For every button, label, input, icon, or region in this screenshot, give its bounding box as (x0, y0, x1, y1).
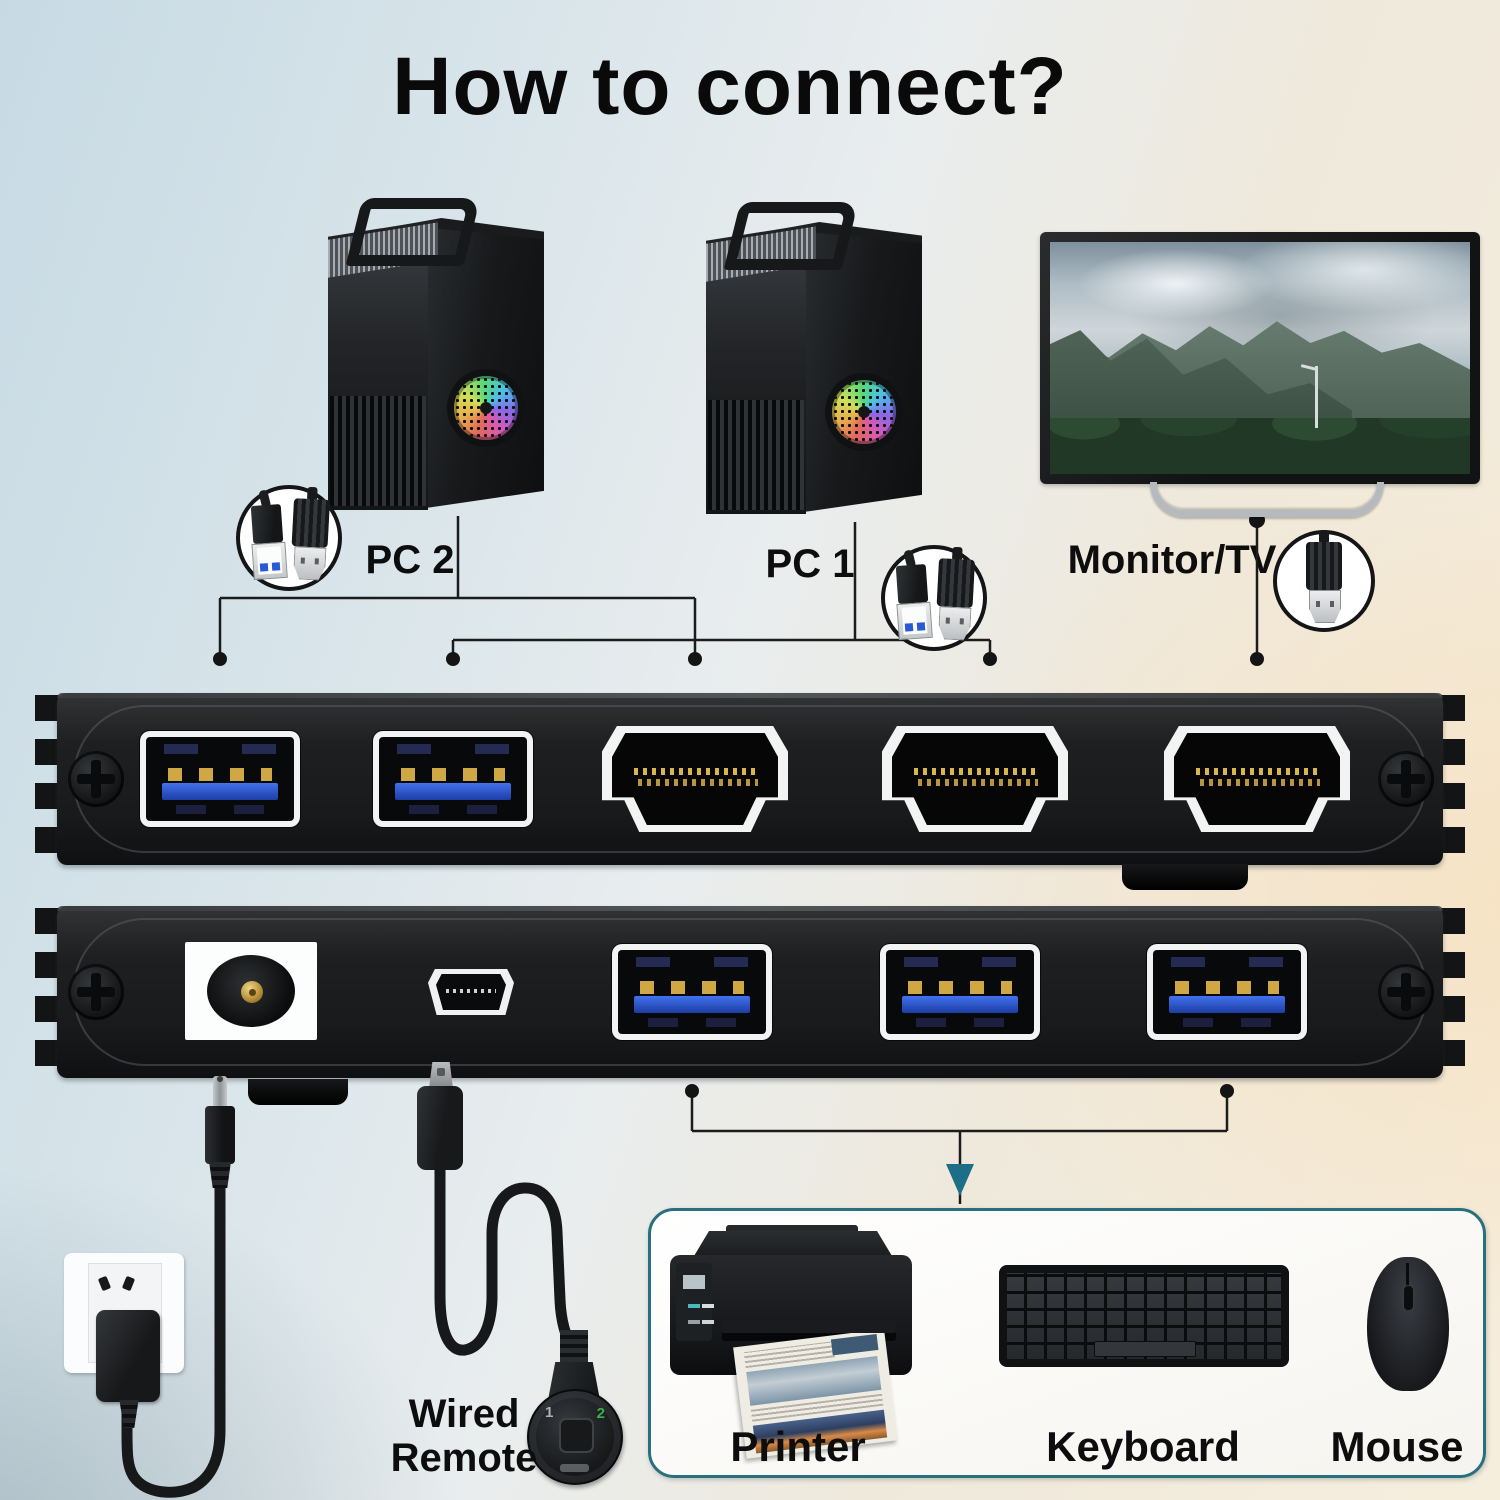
usb-port-1 (140, 731, 300, 827)
pc1-tower-side-panel (804, 231, 922, 512)
keyboard-label: Keyboard (1046, 1423, 1240, 1470)
micro-usb-plug (417, 1086, 463, 1170)
usb-port-2 (373, 731, 533, 827)
pc1-label: PC 1 (765, 542, 855, 586)
wired-remote: 1 2 (527, 1389, 623, 1485)
kvm-switch-back-panel (35, 906, 1465, 1105)
screen-trees (1050, 418, 1470, 474)
pc1-rail-line (451, 638, 992, 654)
hdmi-port-2 (882, 726, 1068, 832)
pc2-tower-vents (330, 396, 426, 506)
remote-port1-label: 1 (545, 1404, 554, 1421)
pc2-tower-handle (345, 198, 481, 266)
wired-remote-label-line2: Remote (390, 1436, 538, 1480)
dc-plug-tip (213, 1076, 227, 1110)
usb-plug-icon (248, 489, 288, 581)
peripherals-rail-line (690, 1096, 1229, 1204)
printer (668, 1225, 938, 1459)
wired-remote-label: Wired Remote (378, 1392, 550, 1480)
micro-usb-plug-tip (429, 1062, 453, 1088)
screw-icon (1378, 964, 1434, 1020)
remote-switch-button (559, 1418, 594, 1453)
connector-dots (213, 512, 1265, 1098)
rubber-foot (248, 1079, 348, 1105)
power-cable (121, 1180, 226, 1498)
wired-remote-label-line1: Wired (408, 1392, 520, 1436)
micro-usb-port (428, 969, 514, 1015)
pc2-tower (328, 198, 548, 514)
mouse (1367, 1257, 1449, 1391)
heatsink-edge-left (35, 908, 59, 1076)
pc2-label: PC 2 (365, 538, 455, 582)
power-jack-barrel (207, 955, 295, 1027)
usb-plug-icon (893, 549, 933, 641)
printer-display (683, 1275, 705, 1289)
pc1-rgb-fan-icon (832, 380, 896, 444)
mouse-label: Mouse (1330, 1423, 1464, 1470)
power-adapter (96, 1310, 160, 1402)
page-title: How to connect? (392, 41, 1068, 132)
power-jack-pin (241, 981, 263, 1003)
hdmi-port-3 (1164, 726, 1350, 832)
remote-brand-logo (560, 1464, 589, 1472)
pc1-tower (706, 202, 926, 518)
usb-out-port-1 (612, 944, 772, 1040)
heatsink-edge-left (35, 695, 59, 863)
monitor-label: Monitor/TV (1067, 538, 1277, 582)
pc1-tower-vents (708, 400, 804, 510)
usb-out-port-3 (1147, 944, 1307, 1040)
monitor-screen (1050, 242, 1470, 474)
pc2-rail-line (218, 596, 697, 654)
remote-cable (434, 1160, 578, 1356)
screw-icon (68, 964, 124, 1020)
screw-icon (68, 751, 124, 807)
pc2-tower-side-panel (426, 227, 544, 508)
heatsink-edge-right (1441, 695, 1465, 863)
monitor-stand (1150, 482, 1384, 517)
kvm-switch-front-panel (35, 693, 1465, 890)
usb-out-port-2 (880, 944, 1040, 1040)
remote-connector-ribs (560, 1330, 588, 1366)
keyboard-spacebar (1094, 1341, 1196, 1357)
hdmi-plug-icon (1306, 530, 1342, 624)
printer-scanner-lid (692, 1231, 894, 1259)
cables (121, 1160, 578, 1498)
remote-port2-label: 2 (596, 1405, 605, 1422)
pc1-tower-handle (723, 202, 859, 270)
pc2-rgb-fan-icon (454, 376, 518, 440)
printer-front-lip (722, 1321, 896, 1333)
monitor-cable-badge (1273, 530, 1375, 632)
pc2-cable-badge (236, 485, 342, 591)
power-adapter-strain-relief (119, 1400, 139, 1428)
peripherals-panel: Printer Keyboard Mouse (648, 1208, 1486, 1478)
connector-lines (218, 516, 1259, 1204)
hdmi-plug-icon (289, 486, 330, 582)
keyboard (999, 1265, 1289, 1367)
monitor-tv (1040, 232, 1480, 484)
dc-plug-strain-relief (209, 1162, 231, 1188)
power-jack (185, 942, 317, 1040)
pc1-cable-badge (881, 545, 987, 651)
dc-plug (205, 1106, 235, 1164)
hdmi-plug-icon (934, 546, 975, 642)
printer-control-panel (676, 1263, 712, 1341)
screen-streetlight (1314, 365, 1318, 428)
hdmi-port-1 (602, 726, 788, 832)
rubber-foot (1122, 864, 1248, 890)
printer-label: Printer (730, 1423, 866, 1470)
mouse-scroll-wheel (1403, 1285, 1414, 1311)
heatsink-edge-right (1441, 908, 1465, 1076)
down-arrow-icon (946, 1164, 974, 1196)
screw-icon (1378, 751, 1434, 807)
